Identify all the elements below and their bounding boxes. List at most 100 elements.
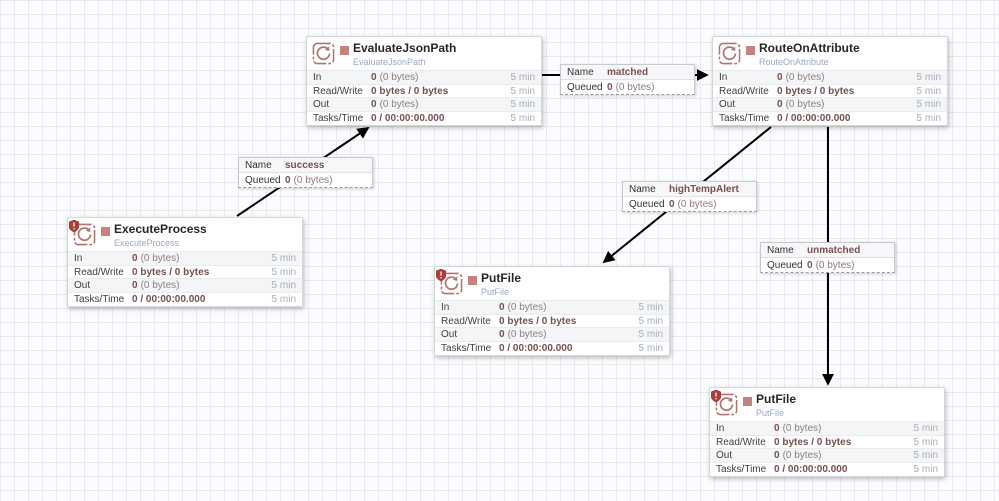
processor-putfile-unmatched[interactable]: PutFile PutFile In 0 (0 bytes) 5 min Rea… [709,387,945,477]
stat-label: In [313,71,322,83]
stat-value: 0 [774,422,780,434]
stat-value: 0 [132,252,138,264]
stat-row-readwrite: Read/Write 0 bytes / 0 bytes 5 min [307,83,541,98]
stat-label: Read/Write [313,85,363,97]
stat-label: Out [716,450,733,462]
stat-row-out: Out 0 (0 bytes) 5 min [713,97,947,112]
stat-row-in: In 0 (0 bytes) 5 min [435,300,669,314]
stat-window: 5 min [510,99,535,111]
connection-name-key: Name [567,66,594,78]
processor-putfile-hightemp[interactable]: PutFile PutFile In 0 (0 bytes) 5 min Rea… [434,266,670,356]
stat-value-detail: (0 bytes) [140,280,180,292]
stopped-status-icon [468,276,477,285]
stat-row-tasks: Tasks/Time 0 / 00:00:00.000 5 min [307,111,541,125]
stat-label: Out [313,99,330,111]
processor-executeprocess[interactable]: ExecuteProcess ExecuteProcess In 0 (0 by… [67,217,303,307]
processor-name: PutFile [756,392,797,406]
connection-queued-count: 0 [807,259,813,271]
stat-row-tasks: Tasks/Time 0 / 00:00:00.000 5 min [435,341,669,355]
stat-value-detail: (0 bytes) [782,422,822,434]
connection-label-hightempalert[interactable]: Name highTempAlert Queued 0 (0 bytes) [622,181,757,212]
stat-row-readwrite: Read/Write 0 bytes / 0 bytes 5 min [68,264,302,279]
processor-name: PutFile [481,271,522,285]
connection-label-matched[interactable]: Name matched Queued 0 (0 bytes) [560,64,695,95]
processor-name: RouteOnAttribute [759,41,860,55]
stat-label: Tasks/Time [313,112,364,124]
connection-name-key: Name [629,183,656,195]
processor-icon [68,219,96,246]
stat-value: 0 [774,450,780,462]
connection-queued-size: (0 bytes) [615,81,655,93]
connection-label-unmatched[interactable]: Name unmatched Queued 0 (0 bytes) [760,242,895,273]
stat-window: 5 min [638,315,663,327]
connection-name-key: Name [767,244,794,256]
connection-queued-count: 0 [285,174,291,186]
stat-row-tasks: Tasks/Time 0 / 00:00:00.000 5 min [710,462,944,476]
stat-window: 5 min [916,85,941,97]
processor-type: PutFile [756,408,785,418]
stat-label: Tasks/Time [716,463,767,475]
processor-header: PutFile PutFile [435,267,669,300]
processor-type: ExecuteProcess [114,238,180,248]
stat-window: 5 min [638,329,663,341]
stat-row-in: In 0 (0 bytes) 5 min [307,70,541,84]
stat-window: 5 min [913,422,938,434]
stat-window: 5 min [271,252,296,264]
stat-window: 5 min [913,450,938,462]
stat-row-in: In 0 (0 bytes) 5 min [710,421,944,435]
restricted-icon [710,389,722,403]
processor-icon [435,268,463,295]
restricted-icon [435,268,447,282]
stat-value-detail: (0 bytes) [785,99,825,111]
stat-value-detail: (0 bytes) [507,329,547,341]
stat-window: 5 min [638,301,663,313]
processor-routeonattribute[interactable]: RouteOnAttribute RouteOnAttribute In 0 (… [712,36,948,126]
stat-window: 5 min [271,266,296,278]
stat-label: In [716,422,725,434]
stat-value: 0 / 00:00:00.000 [774,463,848,475]
connection-queued-count: 0 [607,81,613,93]
connection-name-value: success [285,159,325,171]
connection-queued-size: (0 bytes) [677,198,717,210]
connection-name-key: Name [245,159,272,171]
stat-value: 0 [371,71,377,83]
connection-queued-key: Queued [629,198,665,210]
stat-value: 0 [371,99,377,111]
processor-header: PutFile PutFile [710,388,944,421]
stat-label: In [441,301,450,313]
stopped-status-icon [743,397,752,406]
stat-label: Out [719,99,736,111]
stat-value: 0 [777,71,783,83]
stat-row-readwrite: Read/Write 0 bytes / 0 bytes 5 min [713,83,947,98]
stat-label: In [719,71,728,83]
stat-window: 5 min [916,99,941,111]
stat-value: 0 / 00:00:00.000 [499,342,573,354]
connection-name-value: matched [607,66,649,78]
stat-row-out: Out 0 (0 bytes) 5 min [68,278,302,293]
connection-label-success[interactable]: Name success Queued 0 (0 bytes) [238,157,373,188]
stat-label: In [74,252,83,264]
stat-label: Read/Write [716,436,766,448]
processor-icon [312,42,335,65]
stat-window: 5 min [913,436,938,448]
processor-evaluatejsonpath[interactable]: EvaluateJsonPath EvaluateJsonPath In 0 (… [306,36,542,126]
stat-value-detail: (0 bytes) [379,99,419,111]
stat-row-tasks: Tasks/Time 0 / 00:00:00.000 5 min [68,292,302,306]
stat-value: 0 bytes / 0 bytes [132,266,210,278]
stat-value-detail: (0 bytes) [140,252,180,264]
stat-value: 0 / 00:00:00.000 [132,293,206,305]
stat-row-out: Out 0 (0 bytes) 5 min [307,97,541,112]
stat-window: 5 min [638,342,663,354]
stat-label: Read/Write [74,266,124,278]
stat-label: Tasks/Time [441,342,492,354]
processor-name: ExecuteProcess [114,222,207,236]
stat-value: 0 / 00:00:00.000 [371,112,445,124]
stat-window: 5 min [916,71,941,83]
stat-value-detail: (0 bytes) [507,301,547,313]
stat-window: 5 min [271,280,296,292]
processor-name: EvaluateJsonPath [353,41,457,55]
stat-value: 0 [777,99,783,111]
connection-queued-size: (0 bytes) [815,259,855,271]
stat-window: 5 min [271,293,296,305]
